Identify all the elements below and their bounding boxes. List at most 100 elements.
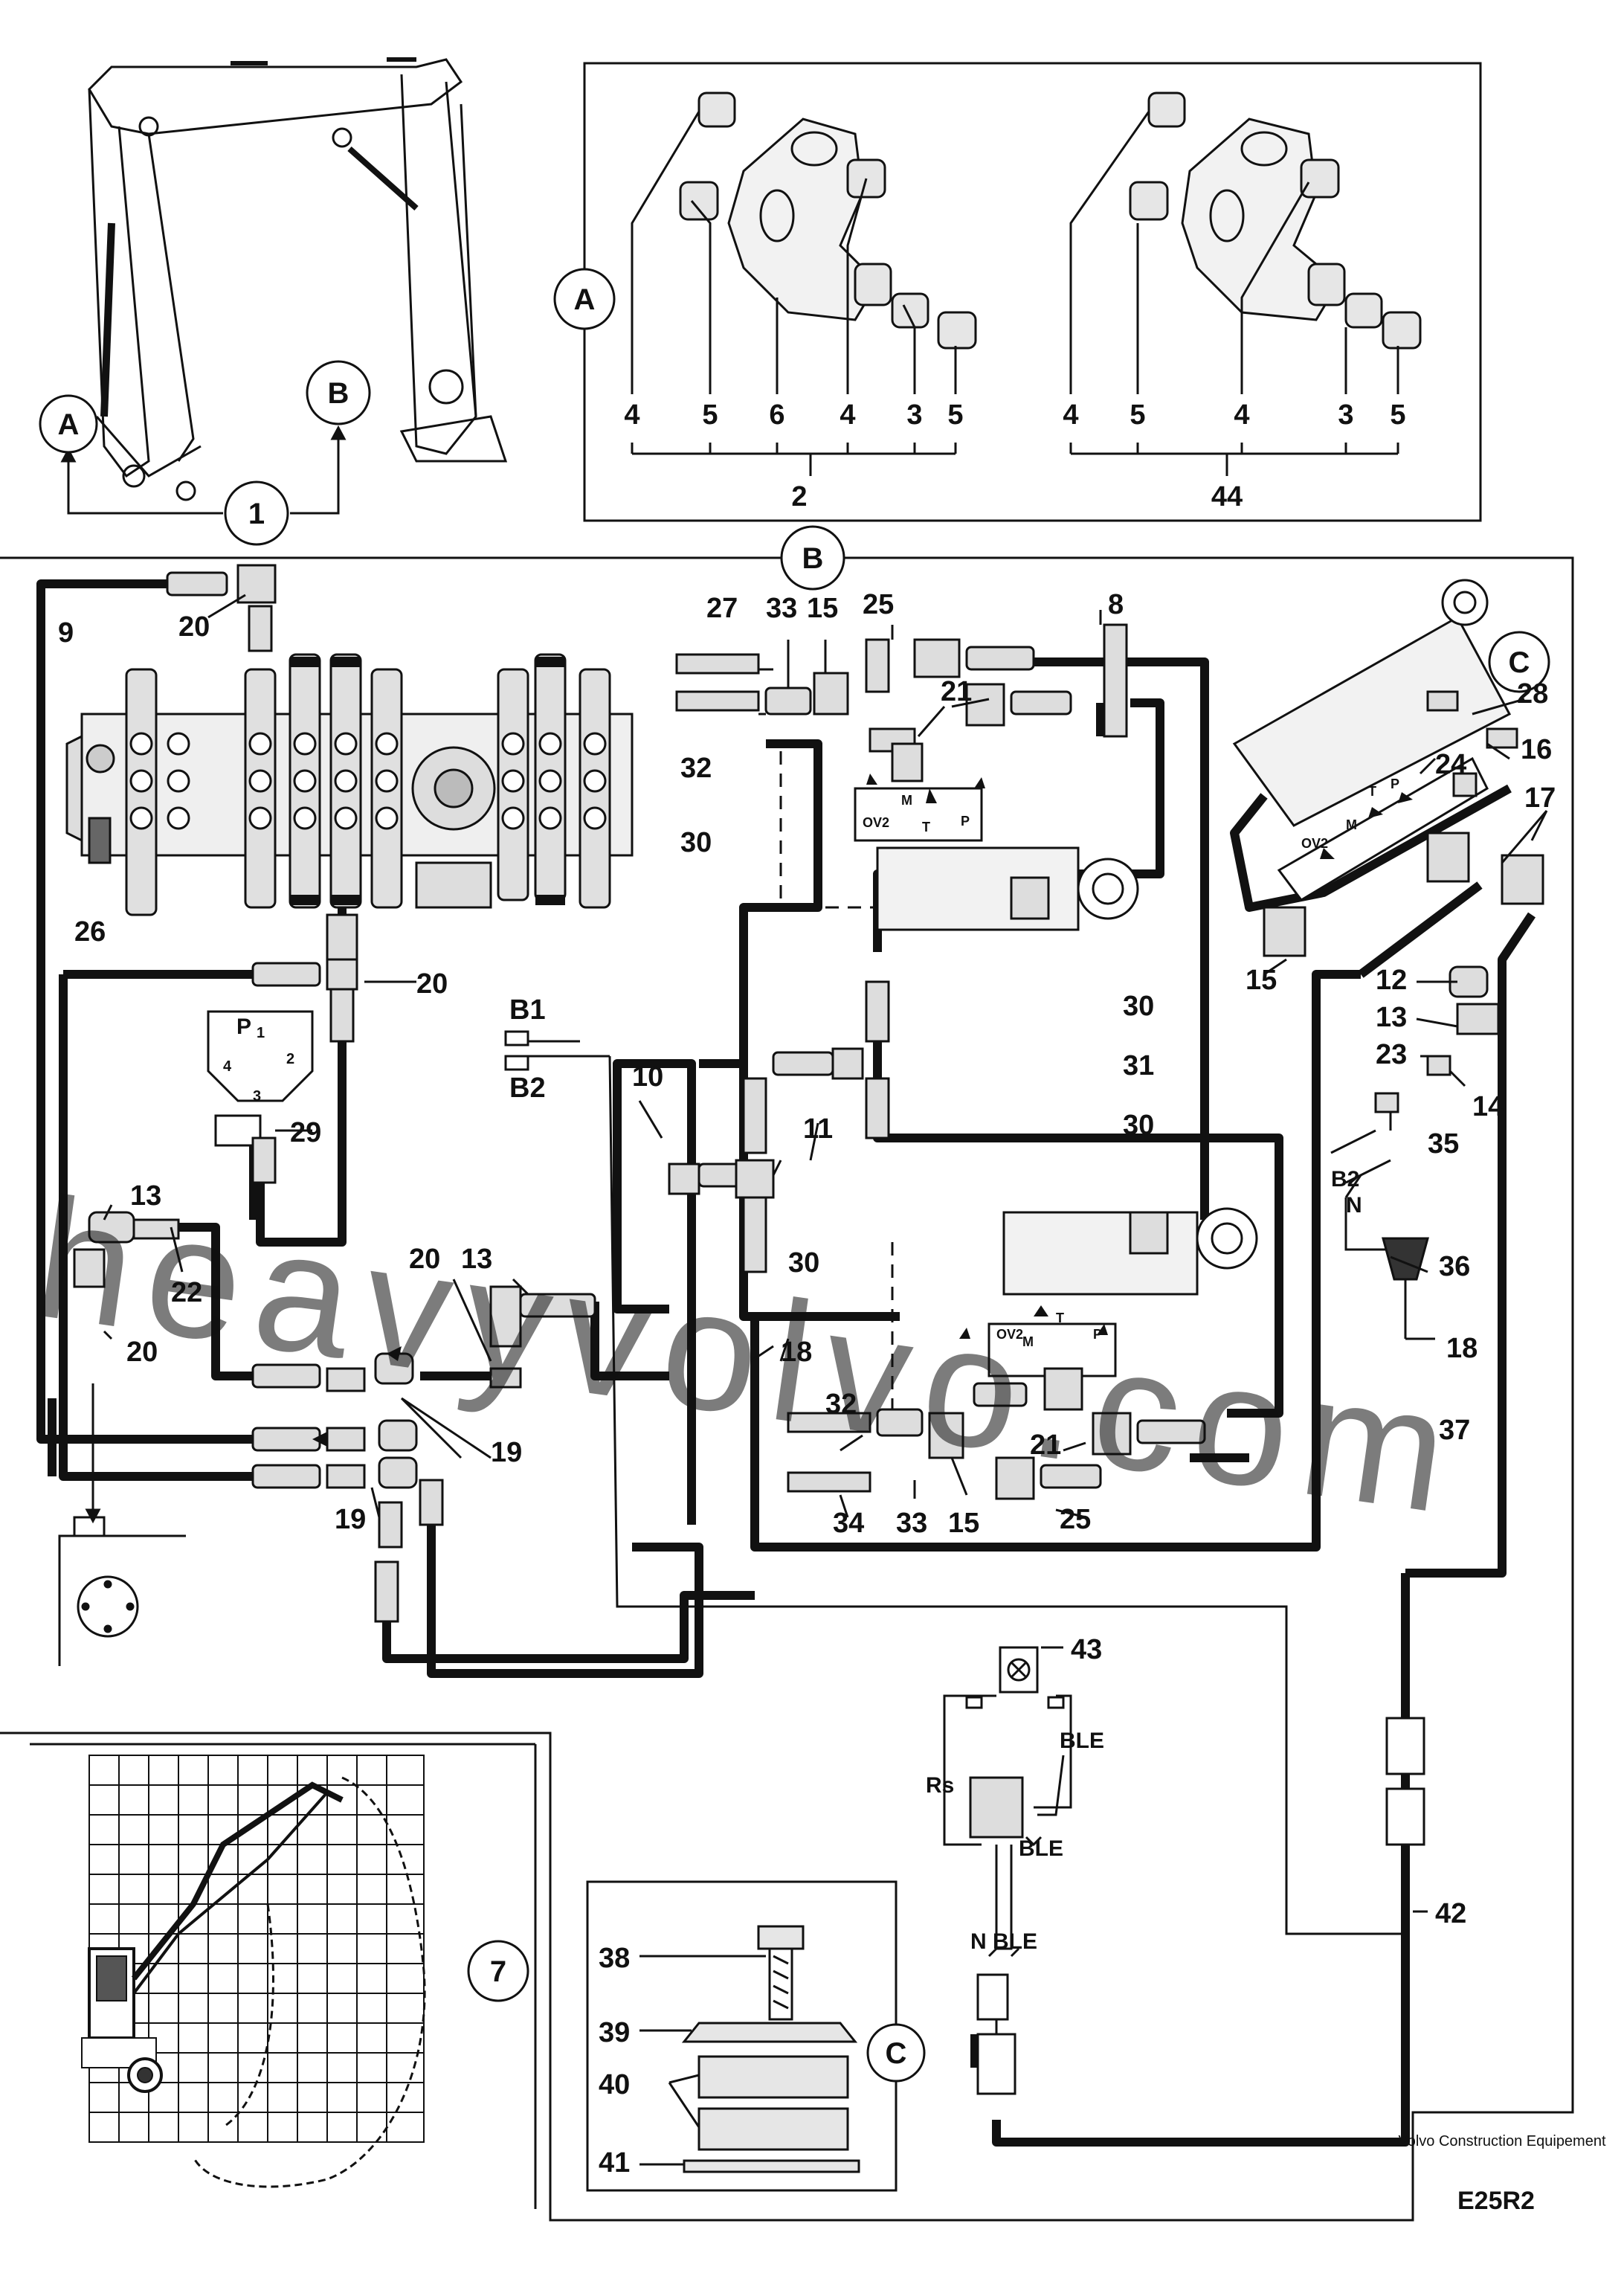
circle-a-box: A [553,268,616,330]
svg-text:P: P [236,1015,251,1039]
svg-text:30: 30 [680,827,712,858]
footer: Volvo Construction Equipement E25R2 [1398,2133,1605,2215]
svg-text:9: 9 [58,617,74,649]
svg-text:30: 30 [1123,1110,1154,1141]
svg-text:4: 4 [624,399,639,431]
svg-text:T: T [922,820,930,835]
electrical [504,1030,1429,2095]
svg-text:N: N [1346,1193,1362,1218]
svg-text:42: 42 [1435,1898,1466,1929]
svg-text:10: 10 [632,1061,663,1093]
callout-labels: 9 20 27 33 15 25 8 21 32 30 28 24 16 17 … [58,589,1556,2179]
valve-module-lower [987,1207,1258,1377]
svg-text:27: 27 [706,593,738,624]
svg-text:M: M [1022,1334,1034,1349]
svg-text:19: 19 [335,1504,366,1535]
fittings [73,564,1544,1623]
svg-text:17: 17 [1524,782,1556,814]
svg-text:Rs: Rs [926,1773,954,1798]
svg-text:BLE: BLE [1019,1836,1063,1861]
circle-a-top: A [39,394,98,454]
main-frame [0,556,1574,2222]
svg-text:A: A [574,283,596,316]
svg-text:B2: B2 [1331,1167,1359,1192]
svg-text:37: 37 [1439,1415,1470,1446]
valve-module-upper [854,787,1139,931]
control-valve-bolts [129,732,607,830]
svg-text:16: 16 [1521,734,1552,765]
svg-text:T: T [1368,784,1376,799]
svg-text:20: 20 [178,611,210,643]
svg-text:OV2: OV2 [1301,836,1328,851]
svg-text:25: 25 [1060,1504,1091,1535]
svg-text:M: M [1346,817,1357,832]
bushing-set-44 [1069,91,1422,476]
bushing-set-44-labels: 4 5 4 3 5 44 [1063,399,1405,512]
svg-text:39: 39 [599,2017,630,2048]
svg-text:B: B [328,377,349,410]
svg-text:8: 8 [1108,589,1124,620]
svg-text:3: 3 [253,1088,261,1105]
svg-text:21: 21 [1030,1430,1061,1461]
svg-text:5: 5 [947,399,963,431]
boom-sketch [88,57,508,501]
valve-ports-3: OV2 M T P [1301,777,1399,851]
svg-text:B: B [802,542,824,575]
svg-text:P: P [961,814,970,829]
pump-ports: P 1 2 3 4 [223,1015,294,1105]
svg-text:12: 12 [1376,965,1407,996]
svg-text:34: 34 [833,1508,864,1539]
svg-text:OV2: OV2 [996,1327,1023,1342]
svg-text:4: 4 [1063,399,1078,431]
svg-text:5: 5 [702,399,718,431]
svg-text:T: T [1056,1311,1064,1325]
svg-text:25: 25 [863,589,894,620]
svg-text:C: C [1509,646,1530,679]
circle-c-main: C [1488,631,1550,693]
svg-text:36: 36 [1439,1251,1470,1282]
svg-text:M: M [901,793,912,808]
svg-text:5: 5 [1130,399,1145,431]
svg-text:3: 3 [1338,399,1353,431]
svg-text:Volvo Construction Equipement: Volvo Construction Equipement [1398,2133,1605,2150]
svg-text:33: 33 [766,593,797,624]
svg-text:31: 31 [1123,1050,1154,1081]
svg-text:33: 33 [896,1508,927,1539]
svg-text:11: 11 [803,1113,833,1145]
circle-b-top: B [306,360,371,425]
svg-text:5: 5 [1390,399,1405,431]
svg-text:20: 20 [126,1337,158,1368]
svg-text:21: 21 [941,676,972,707]
svg-text:15: 15 [807,593,838,624]
svg-text:32: 32 [825,1389,857,1420]
svg-text:1: 1 [248,498,265,530]
svg-text:B2: B2 [509,1073,546,1104]
flow-arrows [312,774,1413,1447]
svg-text:4: 4 [840,399,855,431]
svg-text:28: 28 [1517,678,1548,710]
svg-text:P: P [1391,777,1399,791]
svg-text:43: 43 [1071,1634,1102,1665]
svg-text:44: 44 [1211,481,1243,512]
svg-text:2: 2 [286,1051,294,1067]
svg-text:13: 13 [1376,1002,1407,1033]
svg-text:C: C [886,2037,907,2070]
svg-text:38: 38 [599,1943,630,1974]
sketch-connector [60,425,347,515]
circle-1: 1 [224,480,289,546]
svg-text:4: 4 [1234,399,1249,431]
circle-b-main: B [780,525,845,591]
circle-7: 7 [467,1940,529,2002]
svg-text:7: 7 [490,1955,506,1988]
svg-text:22: 22 [171,1277,202,1308]
svg-text:1: 1 [257,1025,265,1041]
svg-text:15: 15 [1246,965,1277,996]
svg-text:40: 40 [599,2069,630,2100]
svg-text:26: 26 [74,916,106,948]
bushing-set-2 [631,91,977,476]
svg-text:30: 30 [1123,991,1154,1022]
svg-text:E25R2: E25R2 [1457,2187,1535,2215]
circle-c-box: C [866,2023,926,2083]
valve-ports-1: OV2 M T P [863,793,970,835]
